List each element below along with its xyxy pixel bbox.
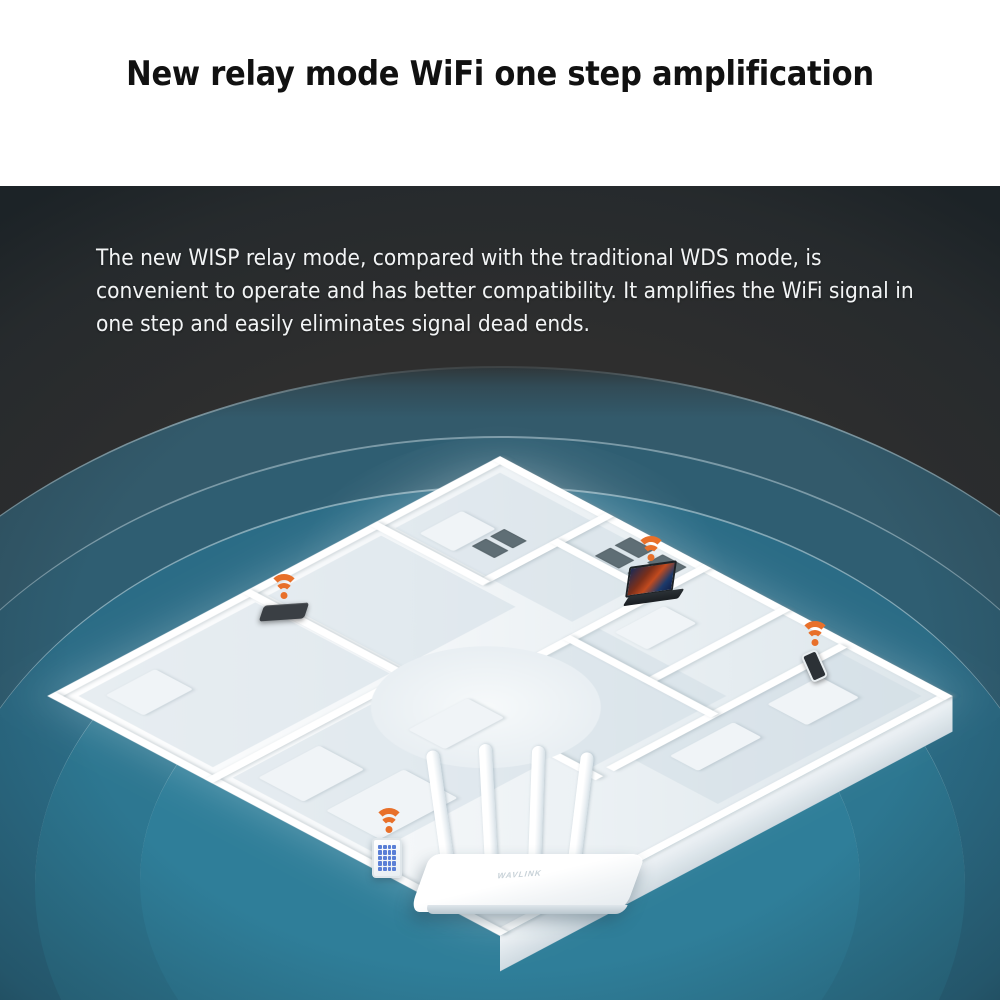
header-band: New relay mode WiFi one step amplificati… [0, 0, 1000, 186]
wifi-icon [267, 574, 301, 600]
wifi-icon [798, 621, 832, 647]
bed [258, 745, 365, 802]
router-front-edge [424, 905, 628, 914]
wifi-icon [634, 536, 668, 562]
wifi-icon [372, 808, 406, 834]
tablet-device [372, 838, 402, 878]
wifi-router: WAVLINK [409, 743, 646, 924]
router-body [409, 854, 646, 912]
laptop-device [621, 560, 685, 611]
page-title: New relay mode WiFi one step amplificati… [126, 54, 874, 94]
sofa [408, 698, 505, 750]
hero-section: WAVLINK [0, 186, 1000, 1000]
table [669, 722, 762, 771]
hero-description: The new WISP relay mode, compared with t… [96, 245, 914, 337]
